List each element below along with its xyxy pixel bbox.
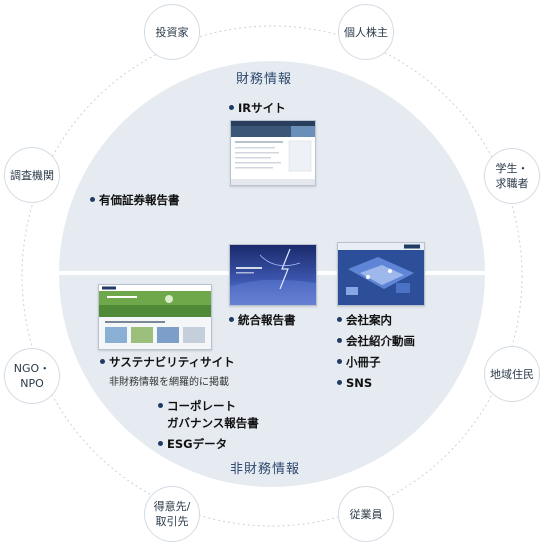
bullet-icon [337, 317, 342, 322]
bullet-icon [100, 359, 105, 364]
integrated-report-item: 統合報告書 [229, 312, 296, 329]
booklet-label: 小冊子 [346, 355, 381, 369]
sns-label: SNS [346, 376, 373, 390]
bullet-icon [229, 317, 234, 322]
integrated-report-cover-icon [230, 245, 316, 305]
bullet-icon [337, 359, 342, 364]
company-profile-label: 会社案内 [346, 313, 392, 327]
stakeholder-employees: 従業員 [338, 486, 394, 542]
bullet-icon [229, 105, 234, 110]
governance-report-label: コーポレート ガバナンス報告書 [167, 399, 259, 430]
bullet-icon [158, 441, 163, 446]
sustainability-site-label: サステナビリティサイト [109, 355, 235, 369]
bullet-icon [337, 380, 342, 385]
sustainability-site-item: サステナビリティサイト [100, 354, 235, 371]
bullet-icon [158, 403, 163, 408]
stakeholder-local-residents: 地域住民 [484, 346, 540, 402]
outer-dashed-ring [21, 25, 523, 527]
sustainability-site-screenshot-icon [99, 285, 211, 349]
company-video-item: 会社紹介動画 [337, 333, 415, 350]
esg-data-label: ESGデータ [167, 437, 228, 451]
company-profile-cover-icon [338, 243, 424, 305]
governance-report-item: コーポレート ガバナンス報告書 [158, 398, 259, 432]
ir-site-screenshot-icon [231, 121, 315, 185]
company-profile-item: 会社案内 [337, 312, 392, 329]
bullet-icon [337, 338, 342, 343]
stakeholder-business-partners: 得意先/ 取引先 [144, 486, 200, 542]
ir-site-item: IRサイト [229, 100, 286, 117]
company-profile-thumbnail [337, 242, 425, 306]
securities-report-item: 有価証券報告書 [90, 192, 180, 209]
company-video-label: 会社紹介動画 [346, 334, 415, 348]
sustainability-site-note: 非財務情報を網羅的に掲載 [109, 377, 229, 388]
stakeholder-investors: 投資家 [144, 4, 200, 60]
financial-section-title: 財務情報 [236, 72, 293, 87]
esg-data-item: ESGデータ [158, 436, 227, 453]
ir-site-label: IRサイト [238, 101, 286, 115]
booklet-item: 小冊子 [337, 354, 381, 371]
sustainability-site-thumbnail [98, 284, 212, 350]
stakeholder-ngo-npo: NGO・ NPO [4, 348, 60, 404]
bullet-icon [90, 197, 95, 202]
integrated-report-thumbnail [229, 244, 317, 306]
securities-report-label: 有価証券報告書 [99, 193, 180, 207]
integrated-report-label: 統合報告書 [238, 313, 296, 327]
sns-item: SNS [337, 375, 372, 392]
stakeholder-individual-shareholders: 個人株主 [338, 4, 394, 60]
non-financial-section-title: 非財務情報 [230, 462, 301, 477]
ir-site-thumbnail [230, 120, 316, 186]
stakeholder-research-institutions: 調査機関 [4, 147, 60, 203]
stakeholder-students: 学生・ 求職者 [484, 148, 540, 204]
